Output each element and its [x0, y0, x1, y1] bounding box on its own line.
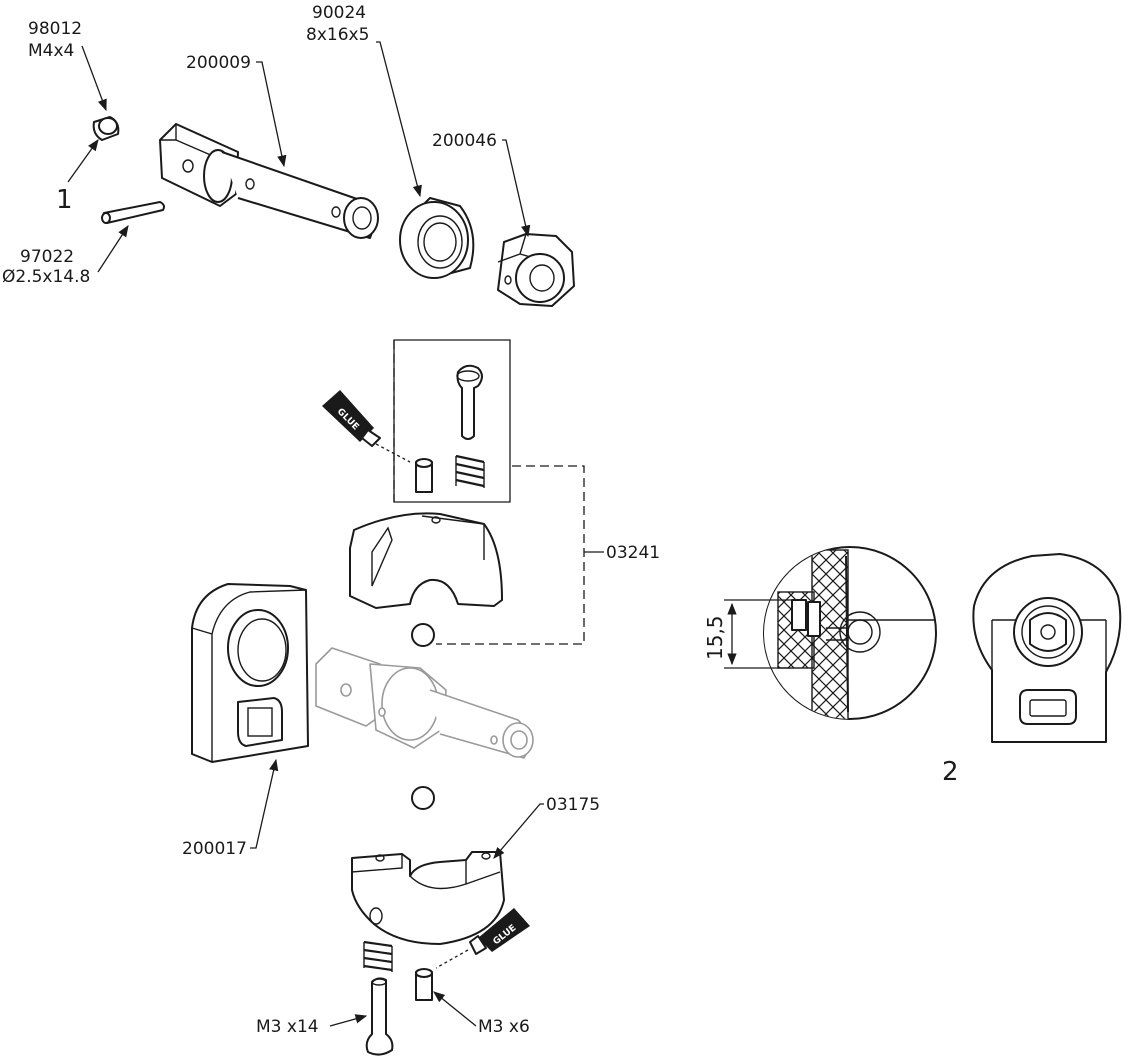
- nut-label: 200046: [432, 131, 497, 151]
- bearing-label: 90024: [312, 3, 366, 23]
- bottom-spring-part: [363, 940, 393, 972]
- clamp-spring-part: [455, 454, 485, 488]
- bracket-label: 200017: [182, 839, 247, 859]
- set-screw-size-label: M4x4: [28, 41, 74, 61]
- upper-clamp-part: [349, 512, 503, 609]
- clamp-kit-label: 03241: [606, 543, 660, 563]
- set-screw-leader: [81, 45, 107, 112]
- screw-leader: [329, 1014, 368, 1027]
- lower-clamp-part: [351, 851, 505, 945]
- shaft-part: [159, 123, 379, 239]
- pin-part: [101, 201, 165, 224]
- dimension-15-5: [724, 599, 792, 669]
- pin-leader: [97, 225, 129, 273]
- clamp-kit-box: [393, 339, 511, 503]
- bottom-insert-part: [415, 968, 433, 1001]
- bearing-leader: [376, 41, 422, 198]
- bearing-size-label: 8x16x5: [306, 25, 369, 45]
- bearing-part: [399, 197, 475, 279]
- lower-clamp-label: 03175: [546, 795, 600, 815]
- dimension-label: 15,5: [703, 615, 727, 660]
- bottom-screw-part: [365, 977, 394, 1056]
- set-screw-part: [92, 116, 120, 141]
- section-view-right: [972, 553, 1122, 743]
- bracket-leader: [250, 758, 279, 849]
- ghost-shaft-part: [315, 647, 534, 759]
- hex-nut-part: [497, 233, 575, 307]
- ball-top-part: [411, 623, 435, 647]
- insert-label: M3 x6: [478, 1017, 530, 1037]
- ball-bottom-part: [411, 786, 435, 810]
- pin-size-label: Ø2.5x14.8: [2, 267, 90, 287]
- shaft-label: 200009: [186, 53, 251, 73]
- shaft-leader: [256, 61, 287, 168]
- set-screw-label: 98012: [28, 19, 82, 39]
- step-1-label: 1: [56, 185, 73, 215]
- nut-leader: [502, 139, 531, 238]
- step-2-label: 2: [942, 757, 959, 787]
- step-1-leader: [67, 139, 99, 183]
- bracket-part: [191, 583, 309, 763]
- clamp-screw-part: [456, 364, 483, 440]
- lower-clamp-leader: [493, 803, 544, 859]
- section-view-left: [763, 546, 937, 720]
- glue-tube-top: GLUE: [322, 390, 411, 463]
- insert-leader: [433, 991, 477, 1027]
- pin-label: 97022: [20, 247, 74, 267]
- screw-label: M3 x14: [256, 1017, 319, 1037]
- clamp-insert-part: [415, 458, 433, 493]
- clamp-kit-leader: [436, 465, 585, 645]
